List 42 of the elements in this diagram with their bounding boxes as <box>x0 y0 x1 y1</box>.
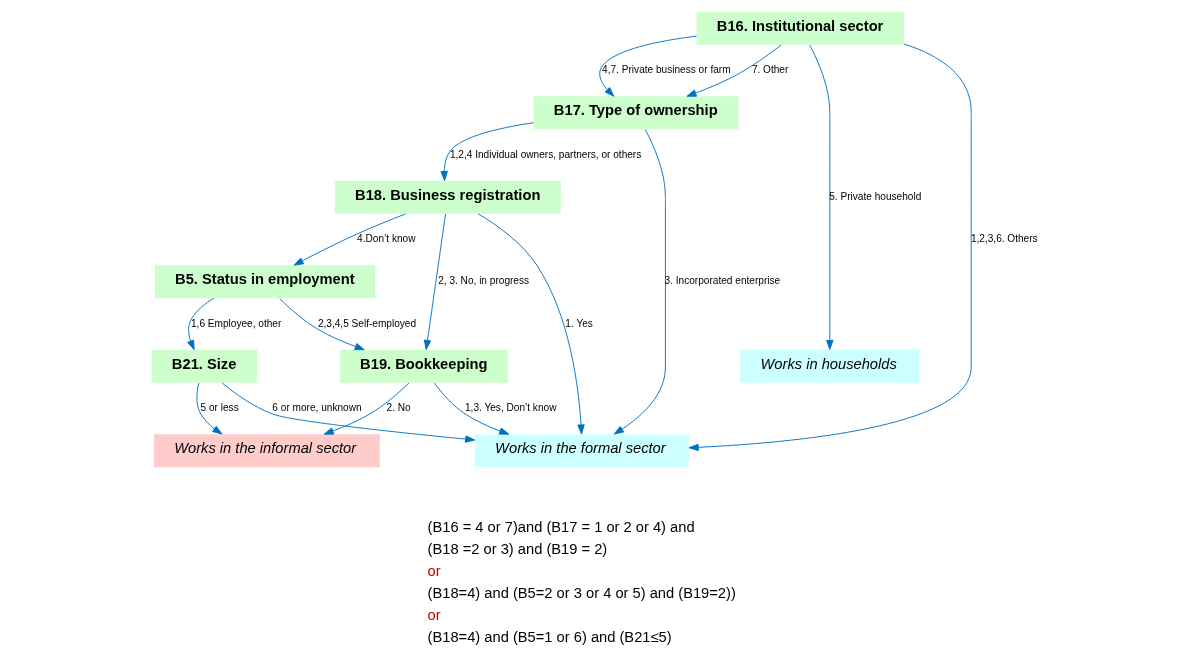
edge-label: 1,3. Yes, Don’t know <box>464 402 556 414</box>
arrow <box>613 129 666 435</box>
edge-label: 1. Yes <box>564 317 593 329</box>
arrow <box>688 43 972 451</box>
arrow <box>598 35 697 97</box>
label: (B18 =2 or 3) and (B19 = 2) <box>427 541 607 558</box>
node-box: B5. Status in employment <box>154 265 375 299</box>
arrow <box>186 297 214 351</box>
edge-label: 4.Don’t know <box>356 233 415 245</box>
node-box: Works in the informal sector <box>153 434 380 468</box>
edge-label: 5 or less <box>200 402 239 414</box>
label: (B18=4) and (B5=1 or 6) and (B21≤5) <box>427 629 672 646</box>
edge-label: 6 or more, unknown <box>271 402 362 414</box>
arrow <box>323 382 409 435</box>
arrow <box>808 44 833 350</box>
node-box: B21. Size <box>151 349 257 383</box>
arrow <box>440 122 534 182</box>
node-box: Works in the formal sector <box>474 434 689 468</box>
label: or <box>427 607 441 624</box>
arrow <box>477 213 585 435</box>
node-box: B19. Bookkeeping <box>339 349 508 383</box>
edge-label: 1,6 Employee, other <box>190 317 281 329</box>
edge-label: 4,7. Private business or farm <box>601 64 731 76</box>
node-box: Works in households <box>739 349 919 383</box>
arrow <box>293 213 406 266</box>
arrow <box>195 382 222 435</box>
label: (B16 = 4 or 7)and (B17 = 1 or 2 or 4) and <box>427 519 695 536</box>
node-box: B16. Institutional sector <box>696 11 904 45</box>
arrow <box>423 213 446 350</box>
edge-label: 1,2,4 Individual owners, partners, or others <box>449 148 641 160</box>
arrow <box>221 382 475 443</box>
node-box: B17. Type of ownership <box>533 96 738 130</box>
label: or <box>427 563 441 580</box>
arrow <box>278 297 365 351</box>
edge-label: 2,3,4,5 Self-employed <box>317 317 416 329</box>
arrow <box>433 382 509 435</box>
arrow <box>685 44 781 97</box>
edge-label: 2. No <box>386 402 411 414</box>
edge-label: 7. Other <box>751 64 788 76</box>
node-box: B18. Business registration <box>334 180 561 214</box>
edge-label: 2, 3. No, in progress <box>437 275 529 287</box>
label: (B18=4) and (B5=2 or 3 or 4 or 5) and (B19=2)) <box>427 585 736 602</box>
